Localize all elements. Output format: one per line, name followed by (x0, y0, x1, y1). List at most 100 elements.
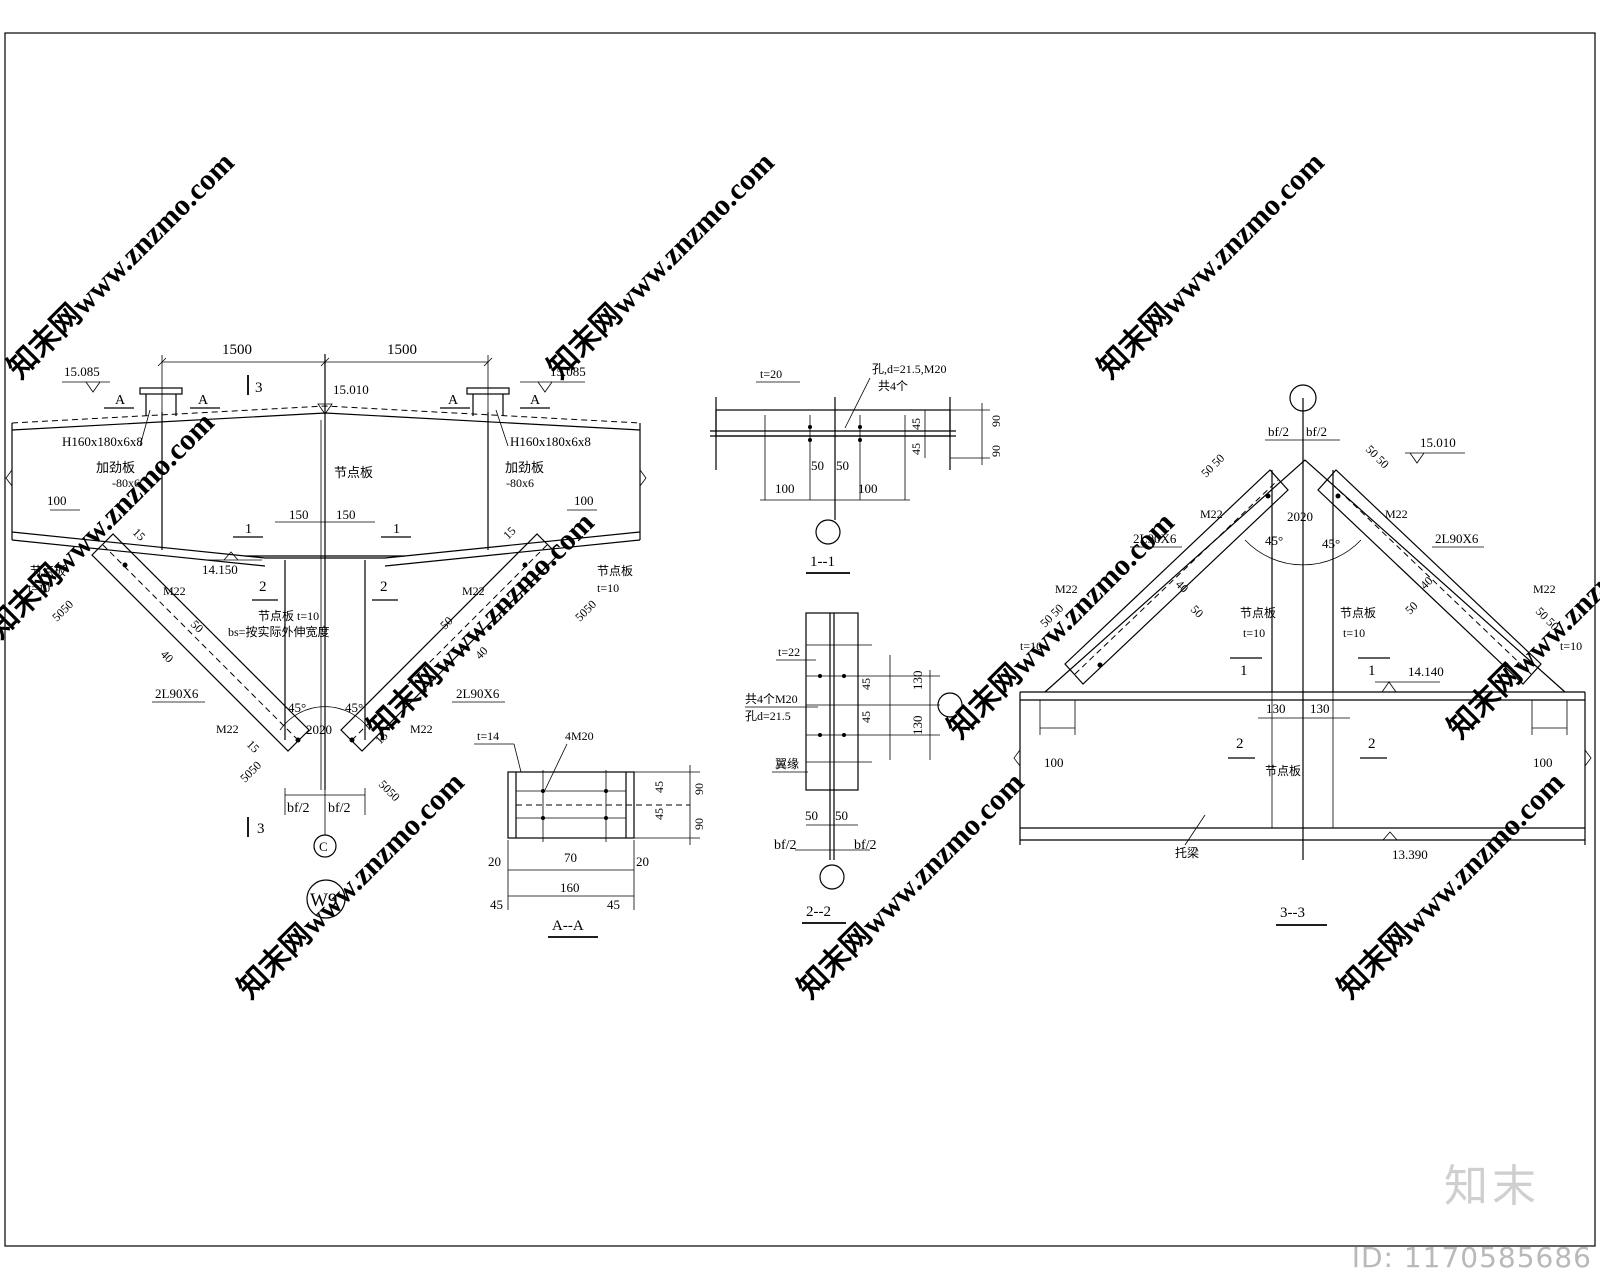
dim-15: 15 (244, 737, 262, 755)
watermark-text: 知末网www.znzmo.com (1332, 766, 1571, 1005)
gusset-thickness: t=10 (1343, 626, 1365, 640)
t10-label: t=10 (1560, 639, 1582, 653)
hole-label: 孔,d=21.5,M20 (872, 362, 946, 376)
dim-bf2-right: bf/2 (854, 838, 877, 853)
watermark-id: ID: 1170585686 (1351, 1241, 1592, 1274)
dim-20: 20 (488, 854, 501, 869)
section-mark-1: 1 (245, 522, 252, 537)
watermark-text: 知末网www.znzmo.com (232, 766, 471, 1005)
drawing-border (4, 32, 1596, 1247)
dim-130: 130 (910, 716, 925, 736)
bolt-label: M22 (1385, 507, 1408, 521)
section-mark-2: 2 (1368, 736, 1376, 752)
section-mark-2: 2 (380, 579, 388, 595)
section-mark-a: A (115, 393, 126, 408)
dim-40: 40 (1173, 577, 1191, 595)
t22-label: t=22 (778, 645, 800, 659)
section-2-2: 130 130 45 45 t=22 共4个M20 孔d=21.5 翼缘 50 … (745, 612, 963, 924)
bolt-label: M22 (216, 722, 239, 736)
dim-100-left: 100 (1044, 755, 1064, 770)
dim-5050: 5050 (237, 758, 264, 785)
dim-150-right: 150 (336, 507, 356, 522)
t20-label: t=20 (760, 367, 782, 381)
dim-1500-right: 1500 (387, 342, 417, 358)
w9-detail: 1500 1500 15.085 15.085 15.010 A A A A 3 (5, 342, 647, 919)
section-mark-1: 1 (1240, 663, 1248, 679)
dim-5050: 5050 (49, 597, 76, 624)
member-h-left: H160x180x6x8 (62, 434, 143, 449)
bolt-count: 共4个 (878, 379, 908, 393)
dim-2020: 2020 (1287, 509, 1313, 524)
section-mark-a: A (530, 393, 541, 408)
stiffener-label-left: 加劲板 (96, 460, 135, 475)
dim-50: 50 (835, 808, 848, 823)
angle-member-left: 2L90X6 (155, 686, 199, 701)
dim-15: 15 (500, 524, 518, 542)
section-mark-2: 2 (259, 579, 267, 595)
angle-member-right: 2L90X6 (456, 686, 500, 701)
bolt-label: M22 (1055, 582, 1078, 596)
section-mark-3: 3 (257, 821, 265, 837)
section-mark-2: 2 (1236, 736, 1244, 752)
dim-50: 50 (811, 458, 824, 473)
dim-90: 90 (692, 783, 706, 795)
dim-100-right: 100 (574, 493, 594, 508)
section-a-a: t=14 4M20 45 45 90 90 20 70 20 160 45 45… (474, 729, 706, 938)
dim-bf2-left: bf/2 (287, 801, 310, 816)
elev-bottom: 13.390 (1392, 847, 1428, 862)
dim-40: 40 (1417, 574, 1435, 592)
dim-45: 45 (909, 443, 923, 455)
watermark-text: 知末网www.znzmo.com (542, 146, 781, 385)
gusset-label-right: 节点板 (597, 564, 633, 578)
section-title-1-1: 1--1 (810, 554, 835, 570)
dim-5050: 50 50 (1198, 451, 1227, 480)
angle-45-left: 45° (1265, 533, 1283, 548)
dim-100: 100 (858, 481, 878, 496)
bolt-count: 共4个M20 (745, 692, 798, 706)
angle-45-left: 45° (288, 700, 306, 715)
dim-50: 50 (1402, 599, 1420, 617)
t10-label: t=10 (597, 581, 619, 595)
dim-90: 90 (692, 818, 706, 830)
dim-40: 40 (158, 647, 176, 665)
watermark-text: 知末网www.znzmo.com (2, 146, 241, 385)
bolt-label: 4M20 (565, 729, 594, 743)
member-h-right: H160x180x6x8 (510, 434, 591, 449)
gusset-label: 节点板 (1240, 606, 1276, 620)
dim-50: 50 (805, 808, 818, 823)
hole-label: 孔d=21.5 (745, 709, 791, 723)
stiffener-label-right: 加劲板 (505, 460, 544, 475)
watermark-layer: 知末网www.znzmo.com 知末网www.znzmo.com 知末网www… (0, 146, 1600, 1005)
dim-15: 15 (130, 525, 148, 543)
dim-130: 130 (910, 671, 925, 691)
bolt-label: M22 (163, 584, 186, 598)
bolt-label: M22 (462, 584, 485, 598)
dim-90: 90 (989, 445, 1003, 457)
dim-45: 45 (859, 711, 873, 723)
section-mark-1: 1 (1368, 663, 1376, 679)
dim-bf2-left: bf/2 (774, 838, 797, 853)
dim-5050: 50 50 (1363, 442, 1392, 471)
dim-100-right: 100 (1533, 755, 1553, 770)
dim-130: 130 (1266, 701, 1286, 716)
section-mark-a: A (198, 393, 209, 408)
stiffener-size-left: -80x6 (112, 476, 140, 490)
dim-100-left: 100 (47, 493, 67, 508)
elev-top: 15.010 (1420, 435, 1456, 450)
dim-1500-left: 1500 (222, 342, 252, 358)
section-mark-3: 3 (255, 380, 263, 396)
dim-160: 160 (560, 880, 580, 895)
angle-member-right: 2L90X6 (1435, 531, 1479, 546)
dim-bf2-left: bf/2 (1268, 424, 1289, 439)
dim-150-left: 150 (289, 507, 309, 522)
axis-label-c: C (319, 839, 328, 854)
gusset-thickness: t=10 (1243, 626, 1265, 640)
dim-45: 45 (909, 418, 923, 430)
section-title-3-3: 3--3 (1280, 905, 1305, 921)
gusset-mid-label: 节点板 (334, 465, 373, 480)
dim-bf2-right: bf/2 (1306, 424, 1327, 439)
gusset-label: 节点板 (1265, 764, 1301, 778)
dim-100: 100 (775, 481, 795, 496)
t10-label: t=10 (1020, 639, 1042, 653)
t14-label: t=14 (477, 729, 499, 743)
